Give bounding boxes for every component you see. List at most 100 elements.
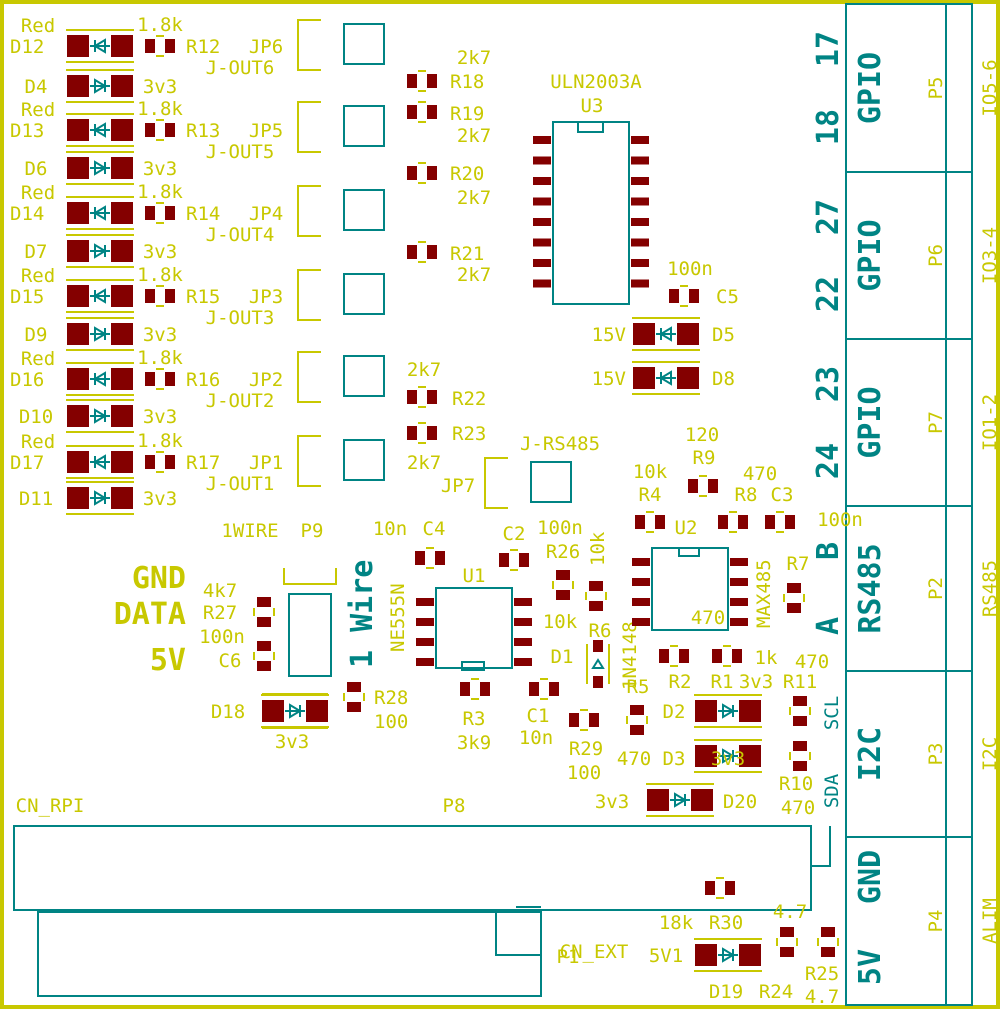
led-ref: D17: [10, 452, 44, 474]
r3-pad: [460, 682, 470, 696]
c4-pad: [415, 551, 425, 565]
u3-pin: [533, 177, 551, 185]
u3-pin: [631, 279, 649, 288]
r11-ref: R11: [783, 671, 817, 693]
u3-pin: [631, 238, 649, 247]
d5-pad: [677, 323, 699, 345]
d5-pad: [633, 323, 655, 345]
terminal-group: IO3-4: [979, 227, 1000, 284]
jumper-value: J-OUT6: [206, 57, 275, 79]
zener-D7-pad: [67, 240, 89, 262]
d1-pad: [593, 676, 603, 688]
c3-value: 100n: [817, 509, 863, 531]
resistor-ref: R13: [186, 120, 220, 142]
led-value: Red: [21, 15, 55, 37]
d19-ref: D19: [709, 981, 743, 1003]
c4-pad: [435, 551, 445, 565]
u3-body: [552, 121, 630, 305]
led-D17-pad: [111, 451, 133, 473]
resistor-value: 2k7: [407, 452, 441, 474]
u3-pin: [631, 136, 649, 144]
jp7-value: J-RS485: [520, 433, 600, 455]
u3-pin: [533, 156, 551, 165]
r26-pad: [556, 570, 570, 580]
zener-D10-pad: [67, 405, 89, 427]
resistor-R21-pad: [407, 245, 417, 259]
terminal-pin-label: B: [811, 542, 846, 560]
r4-ref: R4: [639, 484, 662, 506]
resistor-R12-pad: [145, 39, 155, 53]
terminal-group: IO5-6: [979, 59, 1000, 116]
u1-pin: [416, 598, 434, 606]
onewire-data-label: DATA: [114, 597, 186, 632]
r8-pad: [738, 515, 748, 529]
resistor-R23-pad: [427, 426, 437, 440]
r28-value: 100: [374, 711, 408, 733]
r10-ref: R10: [779, 773, 813, 795]
jumper-value: J-OUT1: [206, 473, 275, 495]
resistor-value: 1.8k: [137, 347, 183, 369]
terminal-ref: P2: [925, 577, 947, 600]
u1-value: NE555N: [387, 583, 409, 652]
zener-D11-pad: [67, 487, 89, 509]
resistor-R17-pad: [145, 455, 155, 469]
r30-extra-pad: [705, 881, 715, 895]
r5-value: 470: [617, 748, 651, 770]
r29-pad: [569, 713, 579, 727]
u3-pin: [533, 238, 551, 247]
led-D13-pad: [111, 119, 133, 141]
r4-pad: [635, 515, 645, 529]
terminal-pin-label: 17: [811, 31, 846, 67]
r25-pad: [821, 927, 835, 937]
d18-value: 3v3: [275, 731, 309, 753]
terminal-pin-label: GND: [853, 850, 888, 904]
u3-pin: [533, 259, 551, 267]
resistor-R18-pad: [407, 74, 417, 88]
r6-pad: [589, 601, 603, 611]
terminal-group: IO1-2: [979, 394, 1000, 451]
p8-ref: P8: [443, 795, 466, 817]
resistor-ref: R23: [452, 423, 486, 445]
terminal-mid-label: GPIO: [853, 386, 888, 458]
u2-pin: [632, 598, 650, 606]
d1-pad: [593, 640, 603, 652]
resistor-R15-pad: [145, 289, 155, 303]
zener-D4-pad: [67, 75, 89, 97]
zener-D6-pad: [111, 157, 133, 179]
led-D15-pad: [67, 285, 89, 307]
r2-ref: R2: [669, 671, 692, 693]
resistor-R21-pad: [427, 245, 437, 259]
r30-extra-pad: [725, 881, 735, 895]
terminal-group: I2C: [979, 737, 1000, 771]
u3-pin: [533, 197, 551, 206]
u2-pin: [730, 578, 748, 586]
resistor-R12-pad: [165, 39, 175, 53]
zener-D11-pad: [111, 487, 133, 509]
u3-value: ULN2003A: [550, 71, 642, 93]
resistor-R15-pad: [165, 289, 175, 303]
u1-pin: [416, 638, 434, 646]
r27-value: 4k7: [203, 580, 237, 602]
r3-pad: [480, 682, 490, 696]
resistor-ref: R16: [186, 369, 220, 391]
zener-value: 3v3: [143, 324, 177, 346]
d8-pad: [677, 367, 699, 389]
d20-value: 3v3: [595, 791, 629, 813]
resistor-ref: R22: [452, 388, 486, 410]
u2-pin: [730, 598, 748, 606]
resistor-ref: R19: [450, 103, 484, 125]
r26-ref: R26: [546, 541, 580, 563]
c6-value: 100n: [199, 626, 245, 648]
terminal-pin-label: 23: [811, 366, 846, 402]
terminal-pin-label: 24: [811, 443, 846, 479]
resistor-value: 1.8k: [137, 430, 183, 452]
u1-pin: [514, 638, 532, 646]
jumper-ref: JP5: [249, 120, 283, 142]
resistor-R14-pad: [145, 206, 155, 220]
resistor-ref: R12: [186, 36, 220, 58]
r5-ref: R5: [627, 676, 650, 698]
u3-pin: [631, 259, 649, 267]
d1-symbol: [591, 658, 605, 669]
